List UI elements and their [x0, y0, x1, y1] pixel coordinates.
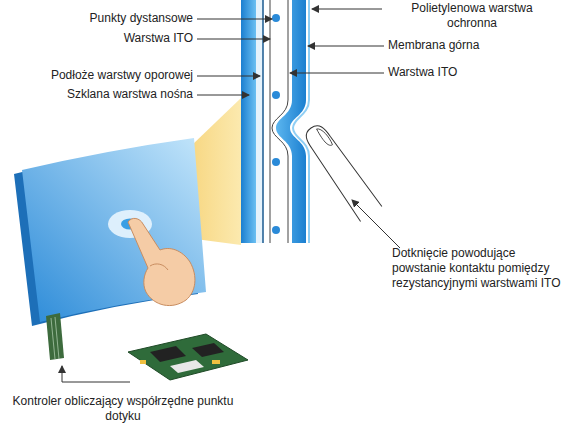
finger-nail	[316, 126, 333, 147]
spacer-dot	[272, 14, 280, 22]
part-label: Polietylenowa warstwa ochronna	[392, 1, 552, 31]
spacer-dot	[272, 226, 280, 234]
leader-line	[197, 19, 272, 20]
part-label: Membrana górna	[388, 38, 558, 53]
part-label: Warstwa ITO	[388, 65, 558, 80]
component	[212, 360, 220, 364]
finger	[300, 121, 382, 222]
leader-line	[352, 200, 400, 248]
leader-line	[312, 9, 382, 10]
leader-line	[290, 73, 384, 74]
leader-line	[308, 46, 384, 47]
chip-label	[170, 360, 204, 373]
controller-board	[128, 334, 248, 380]
hand-crease	[150, 264, 168, 270]
part-label: Podłoże warstwy oporowej	[10, 68, 193, 83]
finger-outline	[300, 121, 382, 222]
leader-line	[197, 95, 249, 96]
cable-stripe	[51, 318, 55, 359]
leader-line	[197, 76, 260, 77]
chip	[192, 343, 224, 357]
hand	[128, 218, 195, 305]
ito-layer-lower	[270, 0, 271, 243]
part-label: Kontroler obliczający współrzędne punktu…	[12, 394, 234, 423]
part-label: Dotknięcie powodujące powstanie kontaktu…	[392, 246, 564, 291]
glass-layer	[241, 0, 256, 243]
ribbon-cable	[46, 313, 64, 360]
protective-layer	[293, 0, 309, 243]
part-label: Punkty dystansowe	[20, 11, 193, 26]
leader-line	[197, 39, 270, 40]
finger-fill	[300, 121, 382, 222]
resistive-substrate	[256, 0, 263, 243]
part-label: Warstwa ITO	[20, 31, 193, 46]
part-label: Szklana warstwa nośna	[10, 87, 193, 102]
chip	[150, 346, 186, 362]
monitor-screen	[22, 138, 206, 322]
spacer-dot	[272, 91, 280, 99]
cable-stripe	[55, 317, 59, 359]
component	[140, 360, 146, 364]
spacer-dot	[272, 158, 280, 166]
substrate-line	[262, 0, 264, 243]
top-membrane	[276, 0, 306, 243]
controller-leader	[62, 366, 130, 382]
